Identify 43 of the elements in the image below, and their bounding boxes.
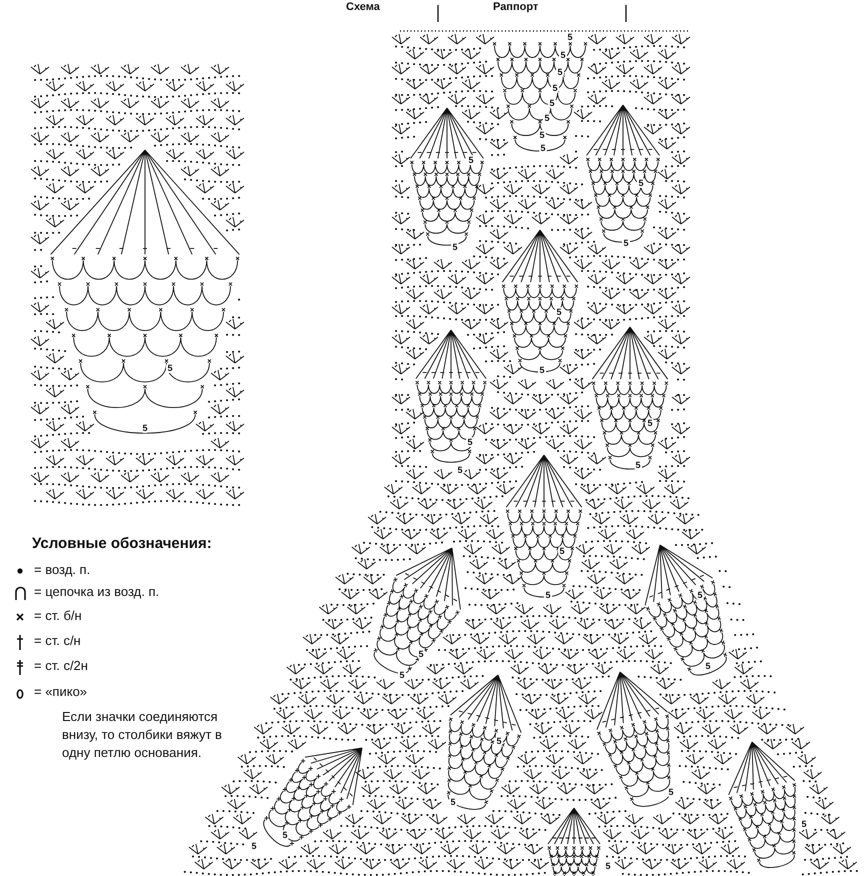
loop-count-number: 5	[646, 418, 654, 428]
loop-count-number: 5	[800, 819, 808, 829]
loop-count-number: 5	[538, 365, 546, 375]
loop-count-number: 5	[495, 736, 503, 746]
repeat-label: Раппорт	[493, 1, 538, 13]
legend-text: = «пико»	[34, 684, 88, 699]
loop-count-number: 5	[551, 83, 559, 93]
loop-count-number: 5	[696, 590, 704, 600]
loop-count-number: 5	[141, 423, 149, 433]
loop-count-number: 5	[704, 661, 712, 671]
loop-count-number: 5	[558, 546, 566, 556]
legend-text: = ст. с/2н	[34, 658, 88, 673]
loop-count-number: 5	[466, 437, 474, 447]
loop-count-number: 5	[637, 178, 645, 188]
legend-text: = цепочка из возд. п.	[34, 584, 160, 599]
loop-count-number: 5	[622, 238, 630, 248]
loop-count-number: 5	[538, 130, 546, 140]
legend-text: = ст. б/н	[34, 608, 82, 623]
loop-count-number: 5	[451, 242, 459, 252]
loop-count-number: 5	[555, 307, 563, 317]
chart-heading: Схема	[346, 1, 380, 13]
legend-note: Если значки соединяются внизу, то столбики вяжут в одну петлю основания.	[62, 708, 223, 762]
loop-count-number: 5	[566, 32, 574, 42]
loop-count-number: 5	[281, 830, 289, 840]
loop-count-number: 5	[467, 155, 475, 165]
legend-text: = ст. с/н	[34, 633, 81, 648]
loop-count-number: 5	[556, 67, 564, 77]
loop-count-number: 5	[559, 50, 567, 60]
loop-count-number: 5	[604, 861, 612, 871]
loop-count-number: 5	[250, 841, 258, 851]
loop-count-number: 5	[539, 143, 547, 153]
loop-count-number: 5	[398, 670, 406, 680]
legend-text: = возд. п.	[34, 562, 90, 577]
loop-count-number: 5	[543, 113, 551, 123]
loop-count-number: 5	[449, 797, 457, 807]
loop-count-number: 5	[667, 787, 675, 797]
loop-count-number: 5	[634, 460, 642, 470]
loop-count-number: 5	[548, 98, 556, 108]
loop-count-number: 5	[456, 465, 464, 475]
loop-count-number: 5	[166, 363, 174, 373]
legend-title: Условные обозначения:	[32, 535, 212, 552]
loop-count-number: 5	[544, 590, 552, 600]
loop-count-number: 5	[417, 649, 425, 659]
